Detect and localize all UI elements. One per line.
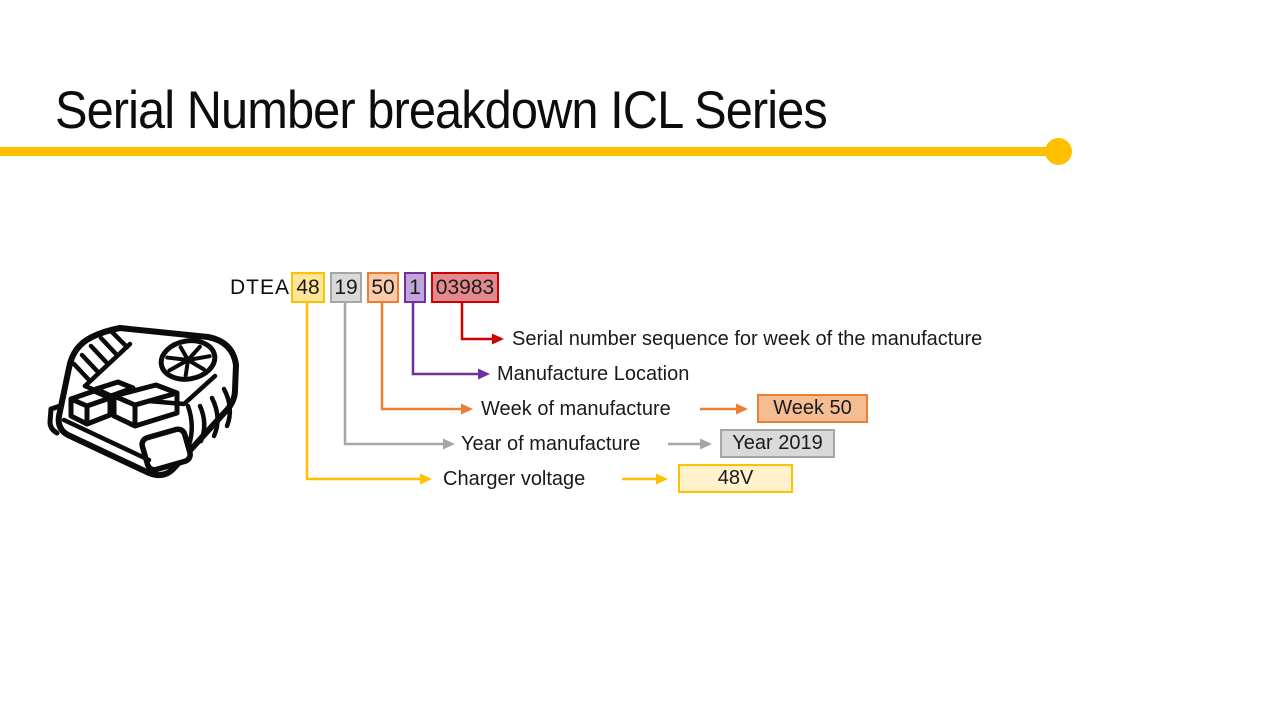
arrow-location-icon xyxy=(478,368,490,380)
label-sequence: Serial number sequence for week of the m… xyxy=(512,328,983,350)
arrow-week-value-icon xyxy=(736,403,748,415)
serial-prefix: DTEA xyxy=(230,276,291,299)
arrow-year-value-icon xyxy=(700,438,712,450)
segment-year: 19 xyxy=(330,272,362,303)
arrow-sequence-icon xyxy=(492,333,504,345)
arrow-voltage-value-icon xyxy=(656,473,668,485)
segment-week: 50 xyxy=(367,272,399,303)
value-box-voltage: 48V xyxy=(678,464,793,493)
connector-location xyxy=(411,303,478,376)
label-location: Manufacture Location xyxy=(497,363,690,385)
arrow-week-icon xyxy=(461,403,473,415)
value-box-year: Year 2019 xyxy=(720,429,835,458)
segment-location: 1 xyxy=(404,272,426,303)
title-accent-line xyxy=(0,147,1046,156)
connector-week xyxy=(380,303,461,411)
serial-segment-row: 48 19 50 1 03983 xyxy=(291,272,504,303)
connector-sequence xyxy=(460,303,492,341)
label-voltage: Charger voltage xyxy=(443,468,586,490)
arrow-year-icon xyxy=(443,438,455,450)
label-week: Week of manufacture xyxy=(481,398,671,420)
value-box-week: Week 50 xyxy=(757,394,868,423)
page-title: Serial Number breakdown ICL Series xyxy=(55,81,828,140)
segment-sequence: 03983 xyxy=(431,272,499,303)
title-accent-dot-icon xyxy=(1045,138,1072,165)
segment-voltage: 48 xyxy=(291,272,325,303)
connector-year xyxy=(343,303,443,446)
charger-illustration xyxy=(47,325,239,479)
arrow-voltage-icon xyxy=(420,473,432,485)
connector-voltage xyxy=(305,303,420,481)
label-year: Year of manufacture xyxy=(461,433,641,455)
